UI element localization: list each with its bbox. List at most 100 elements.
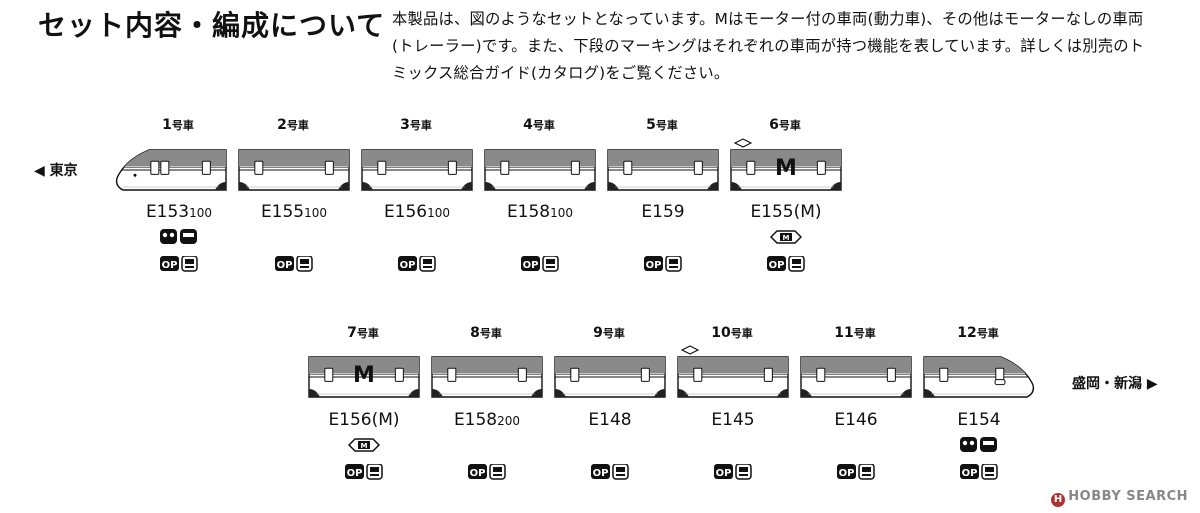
car-number: 2	[277, 117, 287, 133]
op-icon: OP	[468, 464, 506, 480]
description: 本製品は、図のようなセットとなっています。Mはモーター付の車両(動力車)、その他…	[392, 6, 1172, 87]
left-arrow-icon: ◀	[34, 163, 45, 179]
car-number-label: 4号車	[484, 117, 594, 133]
car-10	[677, 355, 789, 399]
svg-text:OP: OP	[646, 260, 662, 271]
description-line: ミックス総合ガイド(カタログ)をご覧ください。	[392, 64, 730, 82]
svg-text:OP: OP	[593, 468, 609, 479]
car-number-label: 8号車	[431, 325, 541, 341]
destination-left: ◀ 東京	[34, 160, 78, 180]
svg-text:M: M	[783, 234, 790, 242]
op-icon: OP	[767, 256, 805, 272]
car-model-name: E159	[641, 202, 685, 222]
car-unit: 号車	[730, 327, 753, 340]
car-unit: 号車	[286, 119, 309, 132]
car-model: E158100	[475, 202, 605, 222]
car-5	[607, 148, 719, 192]
car-model-name: E148	[588, 410, 632, 430]
car-unit: 号車	[976, 327, 999, 340]
car-number: 12	[957, 325, 977, 341]
destination-right-label: 盛岡・新潟	[1072, 376, 1142, 392]
car-1	[115, 148, 227, 192]
car-number-label: 5号車	[607, 117, 717, 133]
car-model: E153100	[114, 202, 244, 222]
car-unit: 号車	[171, 119, 194, 132]
svg-text:OP: OP	[470, 468, 486, 479]
car-8	[431, 355, 543, 399]
car-model-name: E155(M)	[750, 202, 822, 222]
motor-letter: M	[353, 363, 375, 388]
watermark-label: HOBBY SEARCH	[1068, 489, 1188, 504]
op-icon: OP	[837, 464, 875, 480]
op-icon: OP	[160, 256, 198, 272]
car-12	[923, 355, 1035, 399]
car-model: E158200	[422, 410, 552, 430]
svg-text:OP: OP	[962, 468, 978, 479]
car-number: 3	[400, 117, 410, 133]
description-line: 本製品は、図のようなセットとなっています。Mはモーター付の車両(動力車)、その他…	[392, 10, 1144, 28]
car-model: E156(M)	[299, 410, 429, 430]
car-model-sub: 200	[497, 414, 521, 428]
svg-text:OP: OP	[277, 260, 293, 271]
svg-text:OP: OP	[400, 260, 416, 271]
car-unit: 号車	[479, 327, 502, 340]
car-4	[484, 148, 596, 192]
car-unit: 号車	[602, 327, 625, 340]
watermark-logo-icon: H	[1051, 493, 1066, 507]
car-unit: 号車	[853, 327, 876, 340]
op-icon: OP	[398, 256, 436, 272]
svg-text:OP: OP	[162, 260, 178, 271]
right-arrow-icon: ▶	[1146, 376, 1158, 392]
svg-text:OP: OP	[347, 468, 363, 479]
car-7: M	[308, 355, 420, 399]
car-6: M	[730, 148, 842, 192]
car-model-name: E156(M)	[328, 410, 400, 430]
car-number-label: 1号車	[123, 117, 233, 133]
car-3	[361, 148, 473, 192]
car-model-name: E146	[834, 410, 878, 430]
car-number: 4	[523, 117, 533, 133]
car-model-sub: 100	[550, 206, 574, 220]
car-model-sub: 100	[427, 206, 451, 220]
svg-text:OP: OP	[839, 468, 855, 479]
svg-text:OP: OP	[523, 260, 539, 271]
op-icon: OP	[591, 464, 629, 480]
car-number-label: 7号車	[308, 325, 418, 341]
destination-left-label: 東京	[49, 163, 78, 179]
car-unit: 号車	[409, 119, 432, 132]
destination-right: 盛岡・新潟 ▶	[1072, 373, 1158, 393]
car-number: 6	[769, 117, 779, 133]
car-2	[238, 148, 350, 192]
car-model: E146	[791, 410, 921, 430]
car-unit: 号車	[655, 119, 678, 132]
car-number-label: 2号車	[238, 117, 348, 133]
car-model-name: E158	[453, 410, 498, 430]
car-number: 11	[834, 325, 854, 341]
svg-text:OP: OP	[769, 260, 785, 271]
car-model-sub: 100	[189, 206, 213, 220]
car-number-label: 11号車	[800, 325, 910, 341]
car-number: 8	[470, 325, 480, 341]
car-model-sub: 100	[304, 206, 328, 220]
car-number-label: 9号車	[554, 325, 664, 341]
car-unit: 号車	[356, 327, 379, 340]
page-title: セット内容・編成について	[38, 9, 386, 42]
car-model-name: E145	[711, 410, 755, 430]
car-model: E148	[545, 410, 675, 430]
car-model: E145	[668, 410, 798, 430]
op-icon: OP	[345, 464, 383, 480]
car-unit: 号車	[532, 119, 555, 132]
op-icon: OP	[960, 464, 998, 480]
car-9	[554, 355, 666, 399]
pantograph-icon	[734, 138, 752, 148]
op-icon: OP	[521, 256, 559, 272]
car-number: 10	[711, 325, 731, 341]
car-model: E155100	[229, 202, 359, 222]
car-model: E159	[598, 202, 728, 222]
car-model-name: E155	[260, 202, 305, 222]
car-model-name: E153	[145, 202, 190, 222]
car-model-name: E158	[506, 202, 551, 222]
car-number-label: 6号車	[730, 117, 840, 133]
op-icon: OP	[275, 256, 313, 272]
